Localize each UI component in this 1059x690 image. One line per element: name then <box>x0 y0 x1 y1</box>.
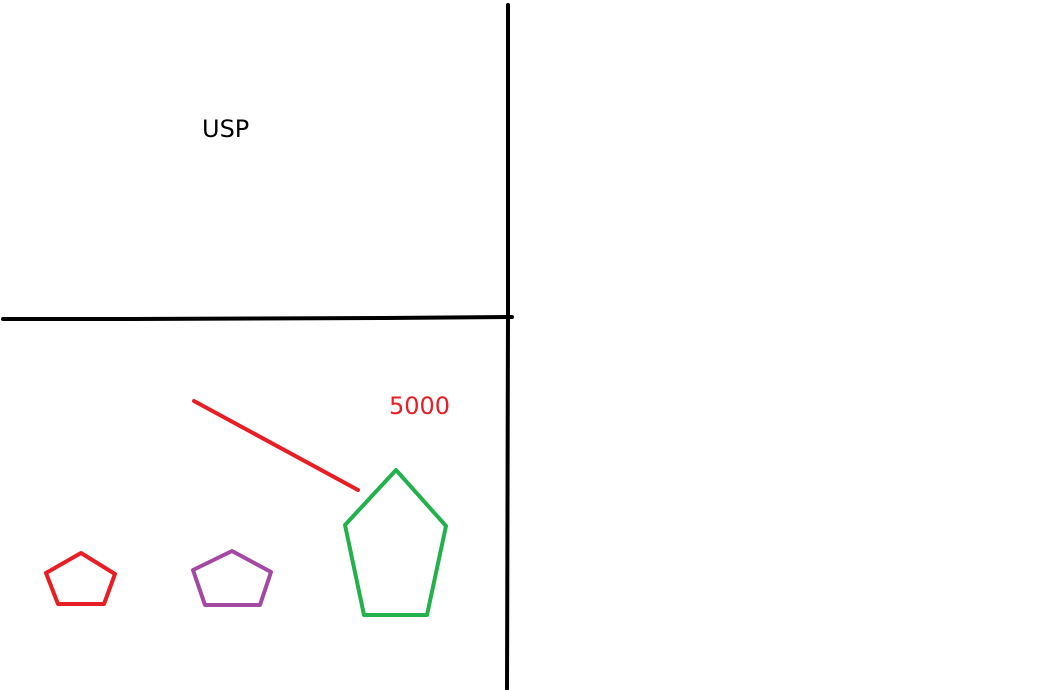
pentagon-large-green <box>343 468 448 617</box>
value-label: 5000 <box>389 392 450 420</box>
pentagon-small-purple <box>191 549 273 607</box>
pentagon-small-red <box>44 551 117 606</box>
vertical-axis-line <box>505 3 510 690</box>
pointer-line <box>192 399 360 492</box>
title-label: USP <box>202 115 249 143</box>
horizontal-axis-line <box>1 315 514 321</box>
